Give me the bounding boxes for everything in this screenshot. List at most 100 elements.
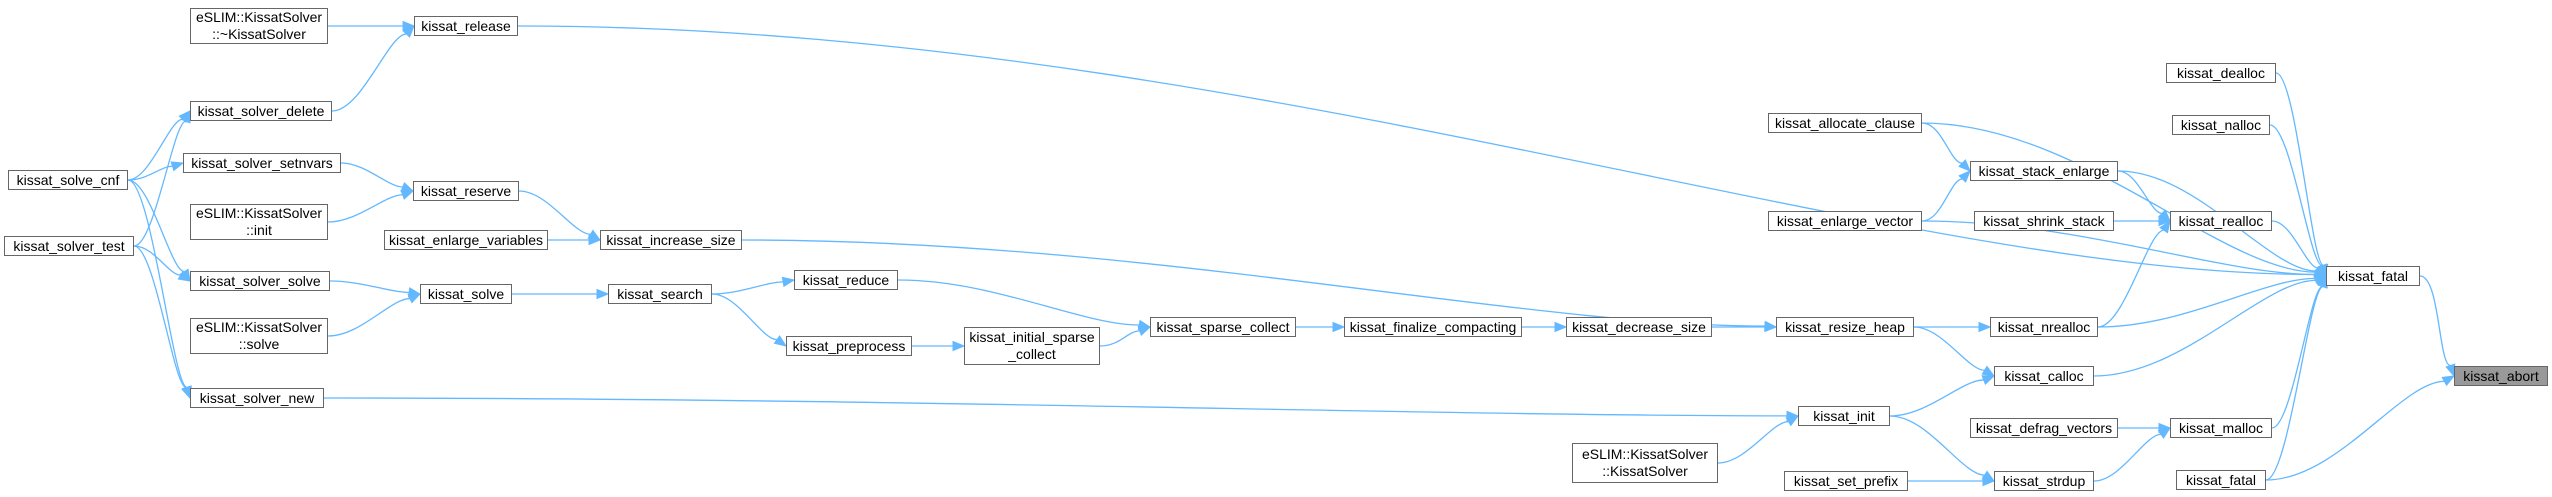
node-kissat-solver-delete[interactable]: kissat_solver_delete	[190, 101, 332, 121]
edge-kissat_calloc-to-kissat_fatal	[2093, 279, 2316, 377]
node-kissat-fatal[interactable]: kissat_fatal	[2326, 266, 2420, 286]
edge-kissat_initial_sparse_collect-to-kissat_sparse_collect	[1099, 330, 1140, 347]
node-kissat-finalize-compacting[interactable]: kissat_finalize_compacting	[1344, 317, 1522, 337]
edge-kissat_dealloc-to-kissat_fatal	[2275, 72, 2324, 266]
node-eslim-init[interactable]: eSLIM::KissatSolver ::init	[190, 204, 328, 240]
edge-kissat_init-to-kissat_calloc	[1889, 379, 1984, 417]
edge-arrowhead	[1786, 410, 1800, 422]
node-kissat-dealloc[interactable]: kissat_dealloc	[2166, 63, 2276, 83]
edge-arrowhead	[400, 181, 415, 192]
edge-eslim_init-to-kissat_reserve	[327, 194, 403, 223]
node-kissat-set-prefix[interactable]: kissat_set_prefix	[1784, 471, 1908, 491]
edge-arrowhead	[170, 161, 185, 172]
edge-arrowhead	[2158, 422, 2172, 434]
node-kissat-malloc[interactable]: kissat_malloc	[2170, 418, 2272, 438]
edge-arrowhead	[773, 335, 788, 347]
edge-arrowhead	[407, 287, 422, 298]
edge-arrowhead	[2313, 267, 2328, 277]
edge-arrowhead	[180, 109, 191, 124]
node-kissat-calloc[interactable]: kissat_calloc	[1994, 366, 2094, 386]
edge-kissat_nalloc-to-kissat_fatal	[2269, 124, 2323, 267]
edge-kissat_solver_setnvars-to-kissat_reserve	[340, 162, 403, 188]
edge-kissat_solve_cnf-to-kissat_solver_new	[127, 179, 188, 389]
node-eslim-constructor[interactable]: eSLIM::KissatSolver ::KissatSolver	[1572, 443, 1718, 483]
edge-arrowhead	[1958, 159, 1971, 172]
edge-kissat_search-to-kissat_preprocess	[711, 293, 778, 341]
node-eslim-destructor[interactable]: eSLIM::KissatSolver ::~KissatSolver	[190, 8, 328, 44]
edge-arrowhead	[2314, 264, 2327, 277]
edge-kissat_fatal-to-kissat_abort	[2419, 275, 2451, 367]
node-kissat-abort: kissat_abort	[2454, 366, 2548, 386]
edge-arrowhead	[1764, 320, 1778, 332]
node-kissat-realloc[interactable]: kissat_realloc	[2170, 211, 2272, 231]
edge-arrowhead	[1981, 365, 1996, 377]
node-kissat-enlarge-variables[interactable]: kissat_enlarge_variables	[384, 230, 548, 250]
edge-kissat_malloc-to-kissat_fatal	[2271, 285, 2323, 429]
edge-arrowhead	[2313, 266, 2328, 277]
edge-arrowhead	[2158, 209, 2171, 222]
edge-eslim_constructor-to-kissat_init	[1717, 420, 1789, 464]
edge-kissat_reduce-to-kissat_sparse_collect	[897, 279, 1140, 326]
node-kissat-reduce[interactable]: kissat_reduce	[794, 270, 898, 290]
node-kissat-resize-heap[interactable]: kissat_resize_heap	[1776, 317, 1914, 337]
node-kissat-stack-enlarge[interactable]: kissat_stack_enlarge	[1970, 161, 2118, 181]
node-kissat-solver-test[interactable]: kissat_solver_test	[4, 236, 134, 256]
edge-kissat_nrealloc-to-kissat_fatal	[2097, 277, 2316, 328]
edge-kissat_allocate_clause-to-kissat_fatal	[1921, 122, 2316, 273]
edge-kissat_fatal_lower-to-kissat_abort	[2265, 380, 2445, 481]
node-kissat-solver-new[interactable]: kissat_solver_new	[190, 388, 324, 408]
edge-arrowhead	[407, 293, 422, 304]
edge-arrowhead	[1137, 319, 1152, 331]
edge-arrowhead	[2441, 375, 2456, 387]
node-kissat-decrease-size[interactable]: kissat_decrease_size	[1566, 317, 1712, 337]
node-kissat-init[interactable]: kissat_init	[1798, 406, 1890, 426]
edge-arrowhead	[1981, 375, 1996, 386]
node-kissat-release[interactable]: kissat_release	[414, 16, 518, 36]
edge-arrowhead	[1982, 475, 1996, 487]
edge-arrowhead	[952, 340, 966, 352]
edge-arrowhead	[2159, 219, 2171, 234]
edge-arrowhead	[2157, 427, 2172, 439]
node-kissat-enlarge-vector[interactable]: kissat_enlarge_vector	[1768, 211, 1922, 231]
edge-arrowhead	[1137, 326, 1152, 336]
node-kissat-defrag-vectors[interactable]: kissat_defrag_vectors	[1970, 418, 2118, 438]
node-kissat-solve[interactable]: kissat_solve	[420, 284, 512, 304]
edge-arrowhead	[1764, 321, 1778, 333]
edge-arrowhead	[596, 288, 610, 300]
edge-arrowhead	[400, 190, 415, 200]
edge-kissat_solve_cnf-to-kissat_solver_setnvars	[127, 165, 173, 181]
node-kissat-nalloc[interactable]: kissat_nalloc	[2172, 115, 2270, 135]
node-kissat-nrealloc[interactable]: kissat_nrealloc	[1990, 317, 2098, 337]
node-kissat-allocate-clause[interactable]: kissat_allocate_clause	[1768, 113, 1922, 133]
node-eslim-solve[interactable]: eSLIM::KissatSolver ::solve	[190, 318, 328, 354]
node-kissat-search[interactable]: kissat_search	[608, 284, 712, 304]
edge-arrowhead	[2313, 273, 2328, 284]
node-kissat-solve-cnf[interactable]: kissat_solve_cnf	[8, 170, 128, 190]
node-kissat-shrink-stack[interactable]: kissat_shrink_stack	[1974, 211, 2114, 231]
edge-kissat_stack_enlarge-to-kissat_realloc	[2117, 170, 2163, 215]
edge-kissat_solver_test-to-kissat_solver_solve	[133, 245, 181, 276]
edge-arrowhead	[1332, 321, 1346, 333]
node-kissat-fatal-lower[interactable]: kissat_fatal	[2176, 470, 2266, 490]
node-kissat-increase-size[interactable]: kissat_increase_size	[600, 230, 742, 250]
node-kissat-initial-sparse-collect[interactable]: kissat_initial_sparse _collect	[964, 327, 1100, 365]
edge-kissat_search-to-kissat_reduce	[711, 281, 784, 295]
edge-kissat_resize_heap-to-kissat_calloc	[1913, 326, 1985, 371]
node-kissat-strdup[interactable]: kissat_strdup	[1994, 471, 2094, 491]
edge-kissat_nrealloc-to-kissat_realloc	[2097, 229, 2165, 328]
edge-kissat_strdup-to-kissat_malloc	[2093, 433, 2162, 482]
node-kissat-reserve[interactable]: kissat_reserve	[413, 181, 519, 201]
edge-kissat_solver_test-to-kissat_solver_delete	[133, 120, 187, 247]
edge-arrowhead	[402, 25, 415, 38]
node-kissat-preprocess[interactable]: kissat_preprocess	[786, 336, 912, 356]
edge-arrowhead	[2313, 275, 2328, 286]
edge-eslim_solve-to-kissat_solve	[327, 297, 411, 337]
edge-kissat_solver_solve-to-kissat_solve	[329, 280, 410, 294]
edge-kissat_realloc-to-kissat_fatal	[2271, 220, 2319, 269]
node-kissat-sparse-collect[interactable]: kissat_sparse_collect	[1150, 317, 1296, 337]
node-kissat-solver-setnvars[interactable]: kissat_solver_setnvars	[183, 153, 341, 173]
node-kissat-solver-solve[interactable]: kissat_solver_solve	[190, 271, 330, 291]
edge-kissat_solve_cnf-to-kissat_solver_solve	[127, 179, 185, 273]
edge-arrowhead	[587, 229, 602, 241]
